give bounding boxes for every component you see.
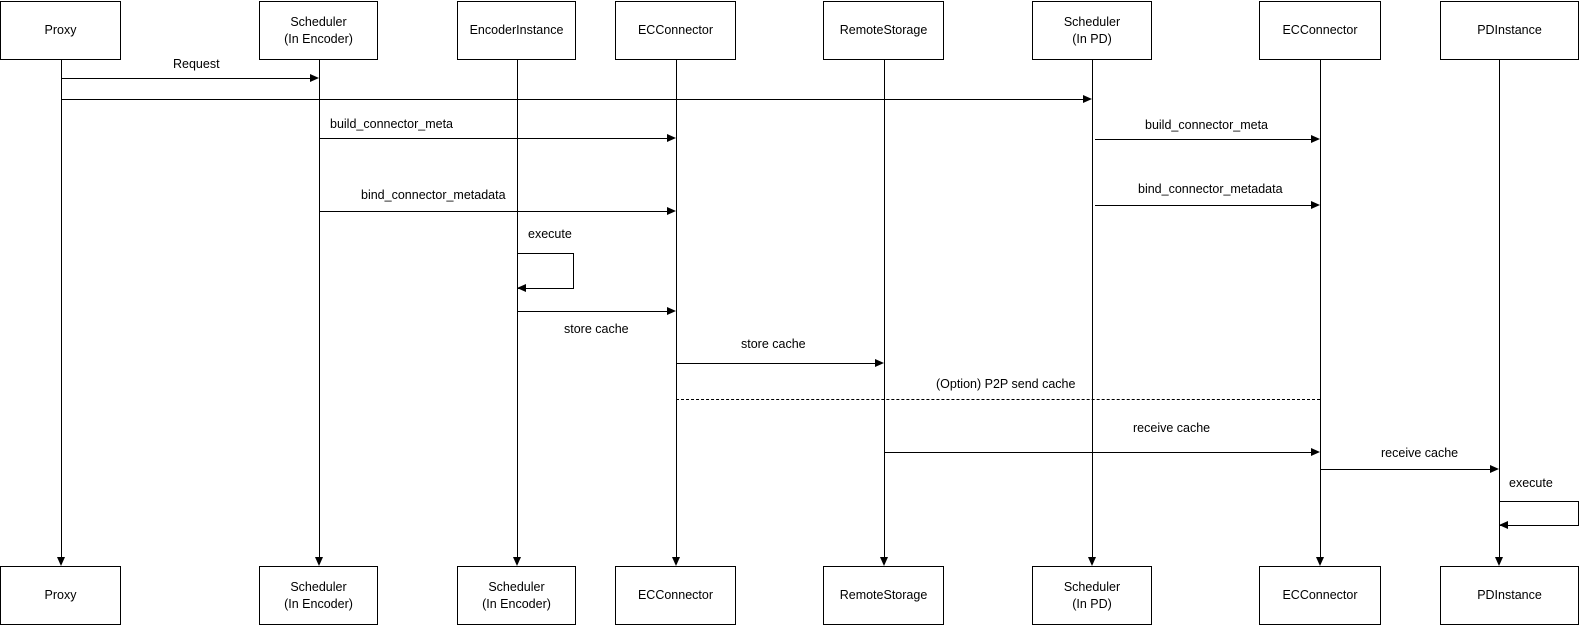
message-line-receive-cache-pd[interactable] — [1320, 469, 1490, 470]
participant-box-bottom-ec-connector-left[interactable]: ECConnector — [615, 566, 736, 625]
message-line-proxy-to-scheduler-pd[interactable] — [61, 99, 1083, 100]
participant-box-top-remote-storage[interactable]: RemoteStorage — [823, 1, 944, 60]
message-arrow-receive-cache-connector — [1311, 448, 1320, 456]
participant-label: Scheduler (In Encoder) — [482, 579, 551, 611]
participant-box-bottom-pd-instance[interactable]: PDInstance — [1440, 566, 1579, 625]
participant-box-top-scheduler-pd[interactable]: Scheduler (In PD) — [1032, 1, 1152, 60]
participant-label: Proxy — [44, 588, 77, 603]
message-label-receive-cache-pd: receive cache — [1381, 446, 1459, 460]
participant-label: ECConnector — [637, 23, 714, 38]
message-label-bind-connector-metadata-right: bind_connector_metadata — [1138, 182, 1283, 196]
lifeline-end-arrow-proxy — [57, 557, 65, 566]
message-arrow-execute-encoder — [517, 284, 526, 292]
participant-label: Scheduler (In PD) — [1063, 14, 1121, 46]
message-arrow-receive-cache-pd — [1490, 465, 1499, 473]
participant-box-top-encoder-instance[interactable]: EncoderInstance — [457, 1, 576, 60]
message-line-store-cache-encoder[interactable] — [518, 311, 667, 312]
participant-label: Scheduler (In Encoder) — [284, 579, 353, 611]
lifeline-remote-storage — [884, 60, 885, 564]
message-selfloop-execute-pd[interactable] — [1499, 501, 1579, 526]
message-label-store-cache-remote: store cache — [741, 337, 806, 351]
lifeline-end-arrow-scheduler-encoder — [315, 557, 323, 566]
message-label-request: Request — [173, 57, 220, 71]
message-line-build-connector-meta-right[interactable] — [1095, 139, 1311, 140]
participant-label: EncoderInstance — [469, 23, 564, 38]
participant-box-top-ec-connector-left[interactable]: ECConnector — [615, 1, 736, 60]
message-arrow-bind-connector-metadata-left — [667, 207, 676, 215]
participant-box-bottom-proxy[interactable]: Proxy — [0, 566, 121, 625]
message-arrow-execute-pd — [1499, 521, 1508, 529]
participant-label: ECConnector — [1282, 23, 1358, 38]
message-line-bind-connector-metadata-right[interactable] — [1095, 205, 1311, 206]
message-line-request[interactable] — [61, 78, 310, 79]
message-arrow-store-cache-remote — [875, 359, 884, 367]
lifeline-end-arrow-ec-connector-right — [1316, 557, 1324, 566]
participant-label: RemoteStorage — [839, 23, 928, 38]
participant-box-bottom-scheduler-pd[interactable]: Scheduler (In PD) — [1032, 566, 1152, 625]
participant-box-top-ec-connector-right[interactable]: ECConnector — [1259, 1, 1381, 60]
lifeline-end-arrow-remote-storage — [880, 557, 888, 566]
lifeline-encoder-instance — [517, 60, 518, 564]
lifeline-end-arrow-pd-instance — [1495, 557, 1503, 566]
message-line-p2p-send-cache[interactable] — [676, 399, 1320, 400]
message-line-store-cache-remote[interactable] — [676, 363, 875, 364]
message-label-build-connector-meta-left: build_connector_meta — [330, 117, 453, 131]
message-label-p2p-send-cache: (Option) P2P send cache — [936, 377, 1076, 391]
message-arrow-request — [310, 74, 319, 82]
lifeline-end-arrow-encoder-instance — [513, 557, 521, 566]
participant-label: Proxy — [44, 23, 77, 38]
participant-label: ECConnector — [1282, 588, 1358, 603]
participant-label: ECConnector — [637, 588, 714, 603]
message-line-bind-connector-metadata-left[interactable] — [319, 211, 667, 212]
message-arrow-build-connector-meta-left — [667, 134, 676, 142]
message-selfloop-execute-encoder[interactable] — [517, 253, 574, 289]
message-label-execute-pd: execute — [1509, 476, 1553, 490]
lifeline-end-arrow-scheduler-pd — [1088, 557, 1096, 566]
participant-label: RemoteStorage — [839, 588, 928, 603]
message-arrow-build-connector-meta-right — [1311, 135, 1320, 143]
participant-label: PDInstance — [1477, 23, 1542, 38]
participant-box-top-proxy[interactable]: Proxy — [0, 1, 121, 60]
participant-box-bottom-remote-storage[interactable]: RemoteStorage — [823, 566, 944, 625]
participant-box-bottom-ec-connector-right[interactable]: ECConnector — [1259, 566, 1381, 625]
message-arrow-store-cache-encoder — [667, 307, 676, 315]
participant-label: PDInstance — [1477, 588, 1542, 603]
lifeline-scheduler-pd — [1092, 60, 1093, 564]
message-label-store-cache-encoder: store cache — [564, 322, 629, 336]
message-label-build-connector-meta-right: build_connector_meta — [1145, 118, 1268, 132]
participant-box-top-scheduler-encoder[interactable]: Scheduler (In Encoder) — [259, 1, 378, 60]
lifeline-ec-connector-left — [676, 60, 677, 564]
participant-label: Scheduler (In PD) — [1063, 579, 1121, 611]
lifeline-scheduler-encoder — [319, 60, 320, 564]
message-line-build-connector-meta-left[interactable] — [319, 138, 667, 139]
message-line-receive-cache-connector[interactable] — [884, 452, 1311, 453]
lifeline-ec-connector-right — [1320, 60, 1321, 564]
lifeline-proxy — [61, 60, 62, 564]
message-label-execute-encoder: execute — [528, 227, 572, 241]
message-arrow-proxy-to-scheduler-pd — [1083, 95, 1092, 103]
participant-box-bottom-scheduler-encoder[interactable]: Scheduler (In Encoder) — [259, 566, 378, 625]
participant-box-top-pd-instance[interactable]: PDInstance — [1440, 1, 1579, 60]
message-arrow-bind-connector-metadata-right — [1311, 201, 1320, 209]
message-label-receive-cache-connector: receive cache — [1133, 421, 1211, 435]
lifeline-pd-instance — [1499, 60, 1500, 564]
participant-box-bottom-encoder-instance[interactable]: Scheduler (In Encoder) — [457, 566, 576, 625]
participant-label: Scheduler (In Encoder) — [284, 14, 353, 46]
lifeline-end-arrow-ec-connector-left — [672, 557, 680, 566]
message-label-bind-connector-metadata-left: bind_connector_metadata — [361, 188, 506, 202]
